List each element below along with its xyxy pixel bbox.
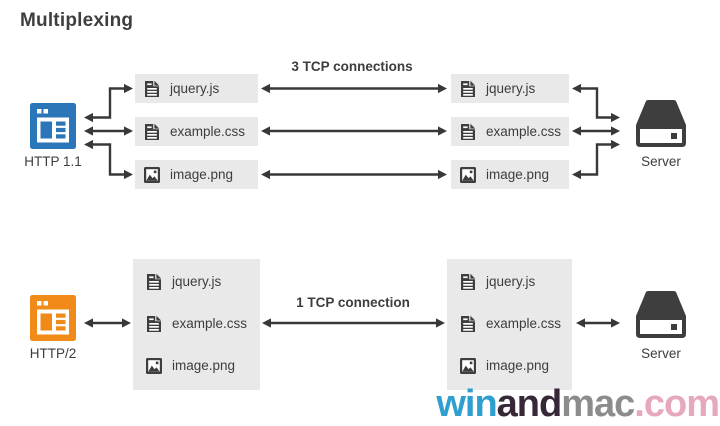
file-document-icon — [459, 315, 477, 333]
server-icon — [634, 291, 688, 339]
arrow-line — [92, 87, 125, 119]
arrow-line — [580, 87, 612, 119]
watermark-segment: win — [436, 383, 497, 425]
arrowhead — [261, 83, 270, 94]
fan-arrows-http11-server — [572, 83, 620, 180]
arrowhead — [124, 169, 133, 180]
arrowhead — [438, 126, 447, 136]
file-box: jquery.js — [451, 74, 569, 103]
arrowhead — [262, 318, 271, 328]
file-document-icon — [459, 273, 477, 291]
file-box: example.css — [135, 117, 258, 146]
file-document-icon — [145, 273, 163, 291]
arrowhead — [438, 169, 447, 180]
tcp-arrows-http11 — [261, 83, 447, 180]
arrow-line — [92, 143, 125, 176]
arrowhead — [122, 318, 131, 328]
connection-label: 3 TCP connections — [291, 59, 413, 74]
arrows-http2 — [84, 318, 620, 328]
file-name: example.css — [170, 124, 246, 139]
file-row: jquery.js — [459, 269, 535, 294]
server-label: Server — [641, 154, 681, 169]
file-name: image.png — [486, 358, 550, 373]
file-image-icon — [145, 357, 163, 375]
file-box: jquery.js — [135, 74, 258, 103]
page-title: Multiplexing — [20, 10, 134, 31]
file-box: image.png — [451, 160, 569, 189]
file-row: image.png — [459, 353, 549, 378]
file-name: jquery.js — [486, 274, 536, 289]
connection-label: 1 TCP connection — [296, 295, 410, 310]
arrowhead — [611, 126, 620, 136]
file-document-icon — [143, 80, 161, 98]
file-image-icon — [459, 357, 477, 375]
file-row: example.css — [145, 311, 247, 336]
file-name: example.css — [486, 316, 562, 331]
arrowhead — [611, 112, 620, 123]
server-label: Server — [641, 346, 681, 361]
arrowhead — [124, 126, 133, 136]
browser-window-icon — [30, 295, 76, 341]
arrowhead — [611, 318, 620, 328]
watermark: winandmac.com — [436, 383, 720, 425]
arrowhead — [261, 126, 270, 136]
arrowhead — [84, 318, 93, 328]
client-label: HTTP/2 — [29, 346, 77, 361]
arrowhead — [84, 112, 93, 123]
file-group-box: jquery.js example.css image.png — [133, 259, 260, 390]
file-name: image.png — [170, 167, 234, 182]
watermark-segment: mac — [561, 383, 635, 425]
client-label: HTTP 1.1 — [24, 154, 82, 169]
file-row: example.css — [459, 311, 561, 336]
file-name: jquery.js — [170, 81, 220, 96]
file-name: jquery.js — [486, 81, 536, 96]
file-image-icon — [143, 166, 161, 184]
file-name: example.css — [172, 316, 248, 331]
file-image-icon — [459, 166, 477, 184]
file-document-icon — [459, 123, 477, 141]
file-document-icon — [459, 80, 477, 98]
arrowhead — [438, 83, 447, 94]
browser-window-icon — [30, 103, 76, 149]
file-document-icon — [143, 123, 161, 141]
file-box: image.png — [135, 160, 258, 189]
server-icon — [634, 100, 688, 148]
arrowhead — [84, 126, 93, 136]
file-group-box: jquery.js example.css image.png — [447, 259, 572, 390]
file-name: image.png — [486, 167, 550, 182]
arrowhead — [84, 139, 93, 150]
arrowhead — [572, 126, 581, 136]
arrow-line — [580, 143, 612, 176]
file-name: jquery.js — [172, 274, 222, 289]
file-name: example.css — [486, 124, 562, 139]
file-row: jquery.js — [145, 269, 221, 294]
watermark-segment: and — [496, 383, 563, 425]
arrowhead — [572, 169, 581, 180]
file-box: example.css — [451, 117, 569, 146]
arrowhead — [611, 139, 620, 150]
file-document-icon — [145, 315, 163, 333]
watermark-segment: .com — [634, 383, 720, 425]
arrowhead — [576, 318, 585, 328]
file-row: image.png — [145, 353, 235, 378]
arrowhead — [436, 318, 445, 328]
arrowhead — [572, 83, 581, 94]
arrowhead — [261, 169, 270, 180]
file-name: image.png — [172, 358, 236, 373]
fan-arrows-http11-client — [84, 83, 133, 180]
arrowhead — [124, 83, 133, 94]
